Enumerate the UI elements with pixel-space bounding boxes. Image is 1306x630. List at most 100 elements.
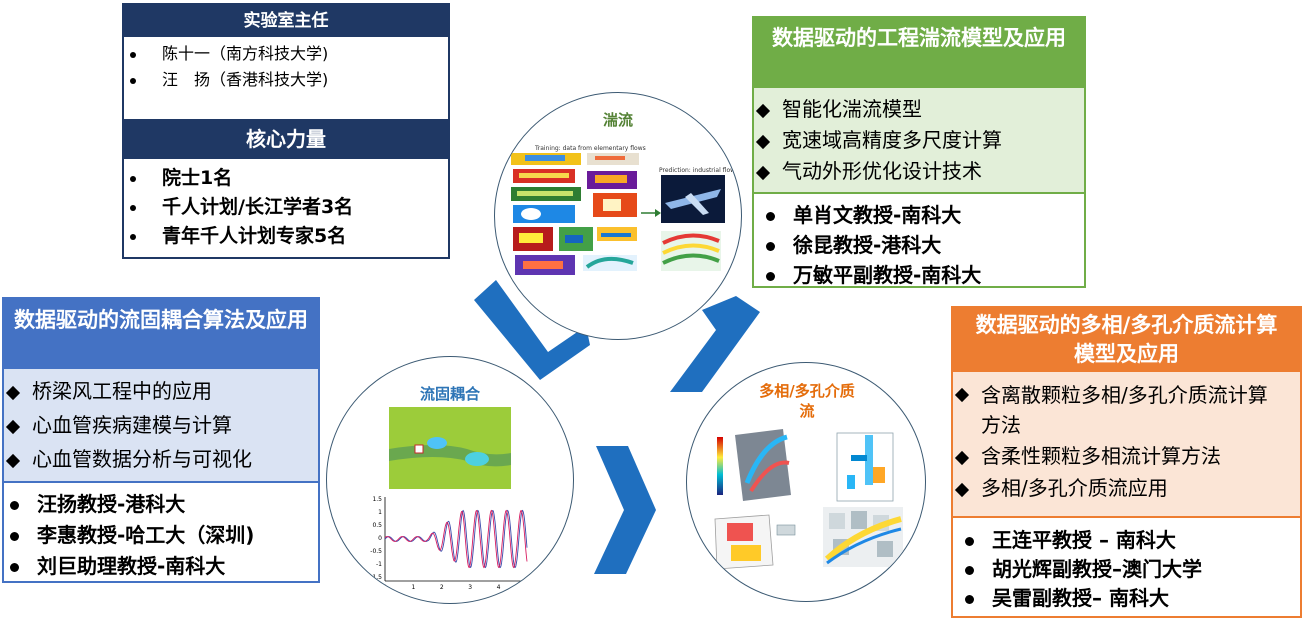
x-tick-label: 4 xyxy=(497,584,501,591)
list-item: 万敏平副教授-南科大 xyxy=(766,260,1084,290)
list-item: 徐昆教授-港科大 xyxy=(766,230,1084,260)
list-item: 含离散颗粒多相/多孔介质流计算方法 xyxy=(953,380,1300,440)
bullet-icon xyxy=(766,272,775,281)
diamond-bullet-icon xyxy=(5,453,21,468)
bullet-icon xyxy=(965,537,974,546)
list-item: 气动外形优化设计技术 xyxy=(754,156,1084,187)
x-tick-label: 3 xyxy=(468,584,472,591)
list-item: 院士1名 xyxy=(124,164,448,193)
bullet-icon xyxy=(766,242,775,251)
y-tick-label: 1 xyxy=(378,509,382,516)
list-item: 宽速域高精度多尺度计算 xyxy=(754,125,1084,156)
fsi-topics: 桥梁风工程中的应用 心血管疾病建模与计算 心血管数据分析与可视化 xyxy=(4,369,318,481)
list-item: 智能化湍流模型 xyxy=(754,94,1084,125)
list-item: 桥梁风工程中的应用 xyxy=(4,374,318,408)
fsi-circle: 流固耦合 1.5 1 0.5 0 -0.5 -1 -1.5 0 1 2 3 4 5 xyxy=(326,356,574,604)
list-item: 汪扬教授-港科大 xyxy=(10,489,318,520)
flow-field-tiles xyxy=(511,153,639,275)
y-tick-label: -0.5 xyxy=(370,548,382,555)
core-force-list: 院士1名 千人计划/长江学者3名 青年千人计划专家5名 xyxy=(124,159,448,251)
bullet-icon xyxy=(10,563,19,572)
y-tick-label: 0 xyxy=(378,535,382,542)
piping-schematic xyxy=(836,432,894,502)
list-item: 陈十一（南方科技大学) xyxy=(124,41,448,67)
turbulence-figure xyxy=(511,153,725,275)
displacement-series-1 xyxy=(384,509,528,569)
diamond-bullet-icon xyxy=(755,134,771,149)
lab-director-panel: 实验室主任 陈十一（南方科技大学) 汪 扬（香港科技大学) 核心力量 院士1名 … xyxy=(122,3,450,259)
bullet-icon xyxy=(10,501,19,510)
bullet-icon xyxy=(130,204,136,211)
list-item: 青年千人计划专家5名 xyxy=(124,222,448,251)
diamond-bullet-icon xyxy=(755,103,771,118)
turbulence-circle-title: 湍流 xyxy=(602,111,633,129)
y-tick-label: 1.5 xyxy=(372,496,382,503)
urban-flow-render xyxy=(823,507,903,567)
x-tick-label: 0 xyxy=(383,584,387,591)
y-tick-labels: 1.5 1 0.5 0 -0.5 -1 -1.5 xyxy=(370,496,382,581)
multiphase-topics: 含离散颗粒多相/多孔介质流计算方法 含柔性颗粒多相流计算方法 多相/多孔介质流应… xyxy=(953,372,1300,516)
bullet-icon xyxy=(965,566,974,575)
displacement-series-2 xyxy=(384,509,528,569)
list-item: 心血管疾病建模与计算 xyxy=(4,408,318,442)
prediction-caption: Prediction: industrial flows xyxy=(659,167,739,174)
heated-cavity-render xyxy=(714,514,796,570)
x-tick-labels: 0 1 2 3 4 5 xyxy=(383,584,529,591)
list-item: 千人计划/长江学者3名 xyxy=(124,193,448,222)
multiphase-panel: 数据驱动的多相/多孔介质流计算模型及应用 含离散颗粒多相/多孔介质流计算方法 含… xyxy=(951,306,1302,618)
turbulence-circle: 湍流 Training: data from elementary flows … xyxy=(494,92,742,340)
x-tick-label: 2 xyxy=(440,584,444,591)
diamond-bullet-icon xyxy=(755,165,771,180)
list-item: 含柔性颗粒多相流计算方法 xyxy=(953,440,1300,472)
fsi-panel: 数据驱动的流固耦合算法及应用 桥梁风工程中的应用 心血管疾病建模与计算 心血管数… xyxy=(2,297,320,583)
list-item: 吴雷副教授– 南科大 xyxy=(965,584,1300,613)
diamond-bullet-icon xyxy=(5,385,21,400)
multiphase-circle: 多相/多孔介质流 xyxy=(686,362,926,602)
lab-director-list: 陈十一（南方科技大学) 汪 扬（香港科技大学) xyxy=(124,37,448,119)
bullet-icon xyxy=(130,175,136,182)
multiphase-people: 王连平教授 – 南科大 胡光辉副教授–澳门大学 吴雷副教授– 南科大 xyxy=(953,516,1300,613)
x-tick-label: 1 xyxy=(411,584,415,591)
diamond-bullet-icon xyxy=(954,387,970,403)
oscillation-plot xyxy=(384,497,528,582)
bullet-icon xyxy=(766,212,775,221)
flow-field-image xyxy=(389,407,511,489)
turbulence-topics: 智能化湍流模型 宽速域高精度多尺度计算 气动外形优化设计技术 xyxy=(754,88,1084,192)
turbulence-people: 单肖文教授-南科大 徐昆教授-港科大 万敏平副教授-南科大 xyxy=(754,192,1084,290)
list-item: 刘巨助理教授-南科大 xyxy=(10,551,318,582)
multiphase-circle-title: 多相/多孔介质流 xyxy=(759,382,855,420)
list-item: 心血管数据分析与可视化 xyxy=(4,442,318,476)
lab-director-title: 实验室主任 xyxy=(124,5,448,37)
bullet-icon xyxy=(130,51,136,58)
diamond-bullet-icon xyxy=(954,450,970,465)
fsi-figure: 1.5 1 0.5 0 -0.5 -1 -1.5 0 1 2 3 4 5 xyxy=(370,407,529,591)
y-tick-label: -1.5 xyxy=(370,574,382,581)
chevron-bottom-arrow-icon xyxy=(594,446,656,574)
list-item: 多相/多孔介质流应用 xyxy=(953,472,1300,504)
fsi-circle-title: 流固耦合 xyxy=(419,385,480,403)
fsi-people: 汪扬教授-港科大 李惠教授-哈工大（深圳) 刘巨助理教授-南科大 xyxy=(4,481,318,582)
multiphase-panel-title: 数据驱动的多相/多孔介质流计算模型及应用 xyxy=(953,308,1300,372)
list-item: 汪 扬（香港科技大学) xyxy=(124,67,448,93)
diamond-bullet-icon xyxy=(954,482,970,497)
bullet-icon xyxy=(130,77,136,84)
bullet-icon xyxy=(10,532,19,541)
core-force-title: 核心力量 xyxy=(124,119,448,159)
x-tick-label: 5 xyxy=(525,584,529,591)
training-caption: Training: data from elementary flows xyxy=(535,145,646,152)
y-tick-label: 0.5 xyxy=(372,522,382,529)
arrow-head-icon xyxy=(655,209,661,217)
bullet-icon xyxy=(130,233,136,240)
bullet-icon xyxy=(965,595,974,604)
list-item: 单肖文教授-南科大 xyxy=(766,200,1084,230)
multiphase-figure xyxy=(714,429,903,570)
diamond-bullet-icon xyxy=(5,419,21,434)
list-item: 李惠教授-哈工大（深圳) xyxy=(10,520,318,551)
list-item: 胡光辉副教授–澳门大学 xyxy=(965,555,1300,584)
turbulence-panel-title: 数据驱动的工程湍流模型及应用 xyxy=(754,18,1084,88)
y-tick-label: -1 xyxy=(376,561,382,568)
particle-bed-render xyxy=(735,429,791,501)
colorbar-icon xyxy=(717,437,723,495)
aircraft-prediction xyxy=(661,175,725,223)
wing-prediction xyxy=(661,231,721,271)
